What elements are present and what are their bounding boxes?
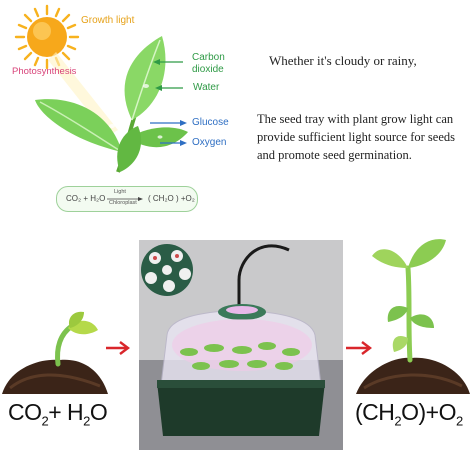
formula-co: CO — [8, 399, 42, 425]
reactants-formula: CO2+ H2O — [8, 399, 108, 429]
glucose-label: Glucose — [192, 117, 229, 128]
formula-ch: (CH — [355, 399, 395, 425]
water-label: Water — [193, 82, 220, 93]
carbon-dioxide-line1: Carbon — [192, 52, 225, 63]
seed-tray-photo — [139, 240, 343, 450]
photosynthesis-label: Photosynthesis — [12, 66, 77, 77]
equation-light-label: Light — [114, 189, 126, 195]
growth-light-label: Growth light — [81, 15, 135, 26]
output-arrows — [150, 120, 187, 146]
formula-sub-2d: 2 — [456, 413, 463, 429]
grown-plant-illustration — [356, 239, 470, 394]
leaf-illustration — [35, 36, 188, 173]
carbon-dioxide-line2: dioxide — [192, 64, 224, 75]
equation-reactants: CO₂ + H₂O — [66, 194, 106, 203]
formula-o: O — [89, 399, 108, 425]
formula-sub-2c: 2 — [394, 413, 402, 429]
formula-o-plus-o: O)+O — [401, 399, 456, 425]
oxygen-label: Oxygen — [192, 137, 227, 148]
carbon-dioxide-label: Carbon dioxide — [192, 52, 225, 76]
photosynthesis-diagram — [14, 4, 188, 173]
products-formula: (CH2O)+O2 — [355, 399, 463, 429]
arrow-right-icon — [106, 341, 130, 355]
formula-plus-h: + H — [48, 399, 84, 425]
formula-sub-2: 2 — [41, 413, 49, 429]
formula-sub-2b: 2 — [83, 413, 90, 429]
description-text: The seed tray with plant grow light can … — [257, 112, 455, 162]
cloudy-text: Whether it's cloudy or rainy, — [269, 53, 417, 68]
sun-icon — [14, 4, 80, 70]
equation-products: ( CH₂O ) +O₂ — [148, 194, 195, 203]
equation-chloroplast-label: Chloroplast — [109, 200, 137, 206]
photosynthesis-equation: CO₂ + H₂O Light Chloroplast ( CH₂O ) +O₂ — [56, 186, 198, 212]
arrow-right-icon-2 — [346, 341, 372, 355]
input-arrows — [153, 59, 183, 91]
equation-arrow-icon — [107, 197, 143, 201]
sprout-illustration — [2, 311, 108, 394]
grow-light-inset — [141, 244, 193, 296]
